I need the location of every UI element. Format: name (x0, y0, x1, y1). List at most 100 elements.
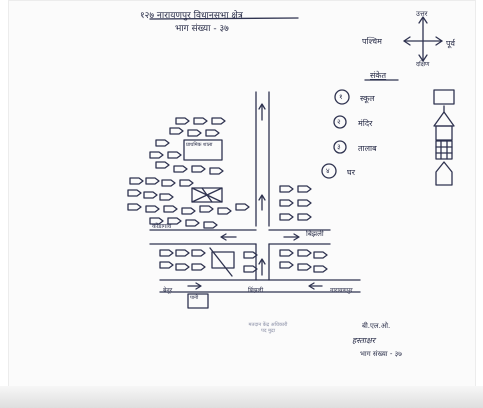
house-mark (149, 217, 164, 225)
house-mark (313, 251, 328, 259)
bottom-right-label: नारायणपुर (330, 287, 353, 294)
temple-symbol-icon (433, 105, 455, 141)
house-mark (313, 265, 328, 273)
legend-bullet-2 (333, 115, 347, 129)
house-mark (193, 117, 208, 125)
compass-east: पूर्व (446, 39, 455, 48)
house-mark (297, 249, 312, 257)
legend-num-1: १ (339, 93, 343, 101)
official-stamp: मतदान केंद्र अधिकारी पद मुद्रा (222, 322, 314, 334)
house-mark (167, 151, 182, 159)
house-mark (191, 165, 206, 173)
signature-line-3: भाग संख्या - ३७ (360, 350, 402, 358)
house-mark (297, 213, 312, 221)
house-mark (175, 117, 190, 125)
signature-line-1: बी.एल.ओ. (362, 322, 391, 330)
path-line (209, 247, 233, 277)
stamp-line-2: पद मुद्रा (260, 328, 276, 334)
title-underline (149, 17, 299, 20)
house-mark (159, 249, 174, 257)
small-box-label: पानी (190, 295, 199, 301)
house-mark (129, 177, 144, 185)
legend-num-2: २ (337, 118, 341, 126)
house-mark (155, 161, 170, 169)
house-mark (209, 167, 224, 175)
legend-bullet-4 (321, 163, 337, 179)
house-mark (235, 203, 250, 211)
stamp-line-1: मतदान केंद्र अधिकारी (248, 322, 288, 328)
legend-heading: संकेत (370, 71, 387, 80)
house-mark (159, 193, 174, 201)
house-mark (127, 203, 142, 211)
vertical-road (255, 91, 270, 281)
legend-label-3: तालाब (358, 144, 377, 153)
house-mark (279, 261, 294, 269)
house-mark (163, 205, 178, 213)
legend-num-3: ३ (337, 143, 341, 151)
house-mark (179, 179, 194, 187)
house-mark (217, 207, 232, 215)
house-mark (199, 205, 214, 213)
compass-icon (403, 16, 443, 62)
map-sheet (8, 0, 476, 404)
legend-label-1: स्कूल (360, 94, 375, 103)
house-mark (297, 199, 312, 207)
compass-north: उत्तर (416, 10, 428, 18)
school-label: प्राथमिक शाला (186, 142, 213, 148)
house-mark (243, 265, 258, 273)
compass-west: पश्चिम (362, 37, 382, 46)
bottom-center-label: बिंझली (248, 287, 264, 294)
horizontal-road (149, 229, 331, 245)
legend-bullet-1 (334, 89, 350, 105)
house-cluster (127, 117, 328, 273)
house-mark (191, 249, 206, 257)
house-mark (279, 199, 294, 207)
house-mark (211, 117, 226, 125)
bottom-road (159, 279, 361, 293)
signature-line-2: हस्ताक्षर (352, 336, 375, 345)
house-mark (279, 249, 294, 257)
house-mark (175, 249, 190, 257)
house-mark (167, 217, 182, 225)
house-mark (279, 213, 294, 221)
road-right-label: बिंझली (306, 230, 324, 238)
water-box (187, 293, 209, 309)
compass-south: दक्षिण (416, 61, 430, 68)
house-symbol-icon (435, 161, 453, 186)
house-mark (181, 207, 196, 215)
house-mark (145, 205, 160, 213)
house-mark (203, 221, 218, 229)
legend-bullet-3 (333, 140, 347, 154)
temple-block (211, 251, 235, 269)
house-mark (149, 151, 164, 159)
house-mark (191, 263, 206, 271)
map-subtitle: भाग संख्या - ३७ (175, 24, 229, 34)
house-mark (175, 263, 190, 271)
house-mark (297, 263, 312, 271)
house-mark (279, 185, 294, 193)
road-arrows (187, 103, 323, 290)
house-mark (159, 261, 174, 269)
house-mark (243, 251, 258, 259)
school-building (183, 139, 223, 161)
house-mark (155, 139, 170, 147)
school-symbol-icon (433, 89, 455, 105)
house-mark (127, 189, 142, 197)
house-mark (205, 129, 220, 137)
house-mark (173, 165, 188, 173)
pond-symbol-icon (435, 140, 453, 160)
bottom-left-label: बेनूर (163, 287, 173, 294)
house-mark (145, 177, 160, 185)
pond-block (191, 187, 223, 203)
legend-num-4: ४ (326, 167, 330, 175)
legend-label-4: घर (347, 168, 355, 177)
road-left-label: कोंडागांव (152, 223, 172, 230)
house-mark (169, 127, 184, 135)
house-mark (187, 129, 202, 137)
house-mark (185, 219, 200, 227)
legend-label-2: मंदिर (358, 119, 373, 128)
map-title: १२७ नारायणपुर विधानसभा क्षेत्र (140, 11, 243, 21)
house-mark (297, 185, 312, 193)
house-mark (143, 191, 158, 199)
